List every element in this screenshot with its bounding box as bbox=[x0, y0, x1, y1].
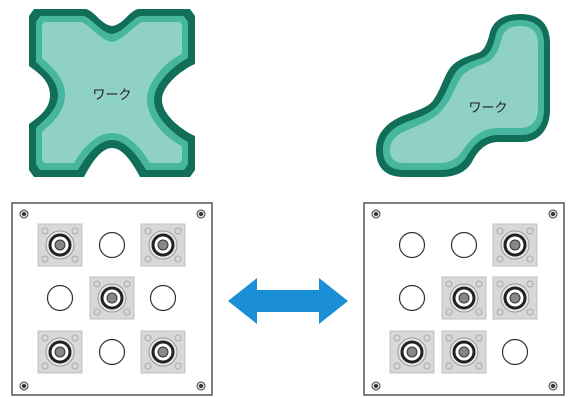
workpiece-right-body bbox=[390, 26, 538, 163]
workpiece-left-body bbox=[42, 22, 182, 163]
clamp-icon bbox=[37, 223, 83, 267]
empty-hole bbox=[450, 231, 478, 259]
plate-corner-bolts bbox=[19, 209, 558, 391]
bolt-icon bbox=[196, 381, 206, 391]
bolt-icon bbox=[196, 209, 206, 219]
empty-hole bbox=[398, 231, 426, 259]
workpiece-left-label: ワーク bbox=[92, 88, 131, 103]
double-arrow-icon bbox=[228, 278, 348, 324]
plate-left-grid bbox=[37, 223, 186, 374]
empty-hole bbox=[149, 284, 177, 312]
workpiece-left: ワーク bbox=[29, 9, 195, 177]
clamp-icon bbox=[140, 223, 186, 267]
bolt-icon bbox=[548, 381, 558, 391]
clamp-icon bbox=[492, 276, 538, 320]
clamp-icon bbox=[140, 330, 186, 374]
clamp-icon bbox=[37, 330, 83, 374]
plate-right-grid bbox=[389, 223, 538, 374]
clamp-icon bbox=[89, 276, 135, 320]
bolt-icon bbox=[371, 381, 381, 391]
clamp-icon bbox=[441, 276, 487, 320]
empty-hole bbox=[98, 231, 126, 259]
bolt-icon bbox=[548, 209, 558, 219]
workpiece-right: ワーク bbox=[376, 14, 550, 177]
bolt-icon bbox=[19, 209, 29, 219]
clamp-icon bbox=[389, 330, 435, 374]
workpiece-right-label: ワーク bbox=[468, 101, 507, 116]
clamp-icon bbox=[492, 223, 538, 267]
empty-hole bbox=[46, 284, 74, 312]
empty-hole bbox=[501, 338, 529, 366]
empty-hole bbox=[398, 284, 426, 312]
empty-hole bbox=[98, 338, 126, 366]
bolt-icon bbox=[371, 209, 381, 219]
clamp-icon bbox=[441, 330, 487, 374]
bolt-icon bbox=[19, 381, 29, 391]
